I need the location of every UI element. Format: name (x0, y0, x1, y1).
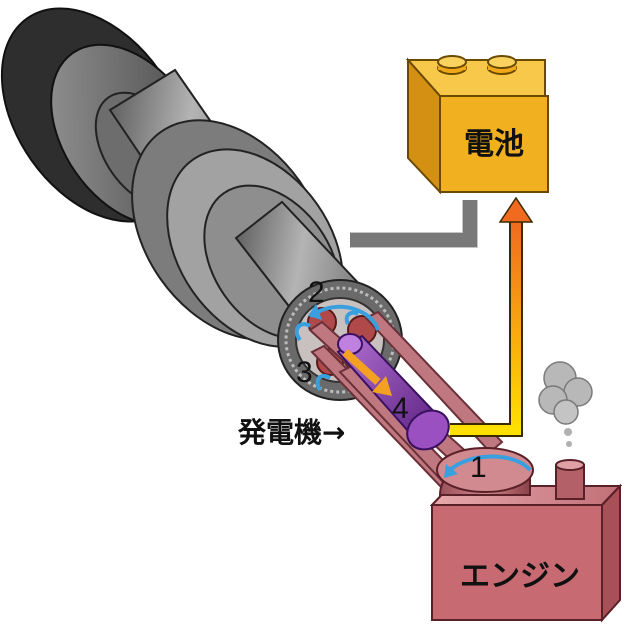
number-3-label: 3 (296, 356, 313, 389)
rotation-arrowheads (308, 304, 458, 478)
arrow-up-icon (498, 196, 534, 223)
number-1-label: 1 (470, 451, 487, 484)
battery-label: 電池 (464, 127, 524, 162)
power-flow-arrow-internal (342, 349, 392, 396)
power-flow-wire (450, 196, 534, 437)
battery: 電池 (405, 55, 549, 195)
shaft-battery-link (350, 200, 477, 247)
number-2-label: 2 (308, 276, 325, 309)
generator-label: 発電機→ (237, 416, 345, 449)
engine: エンジン (429, 447, 623, 623)
rotation-arrows (294, 304, 532, 472)
engine-label: エンジン (460, 559, 580, 594)
step-numbers: 1 2 3 4 (296, 276, 487, 484)
number-4-label: 4 (392, 392, 409, 425)
drive-shaft (0, 7, 403, 401)
smoke-cloud-icon (538, 361, 593, 447)
